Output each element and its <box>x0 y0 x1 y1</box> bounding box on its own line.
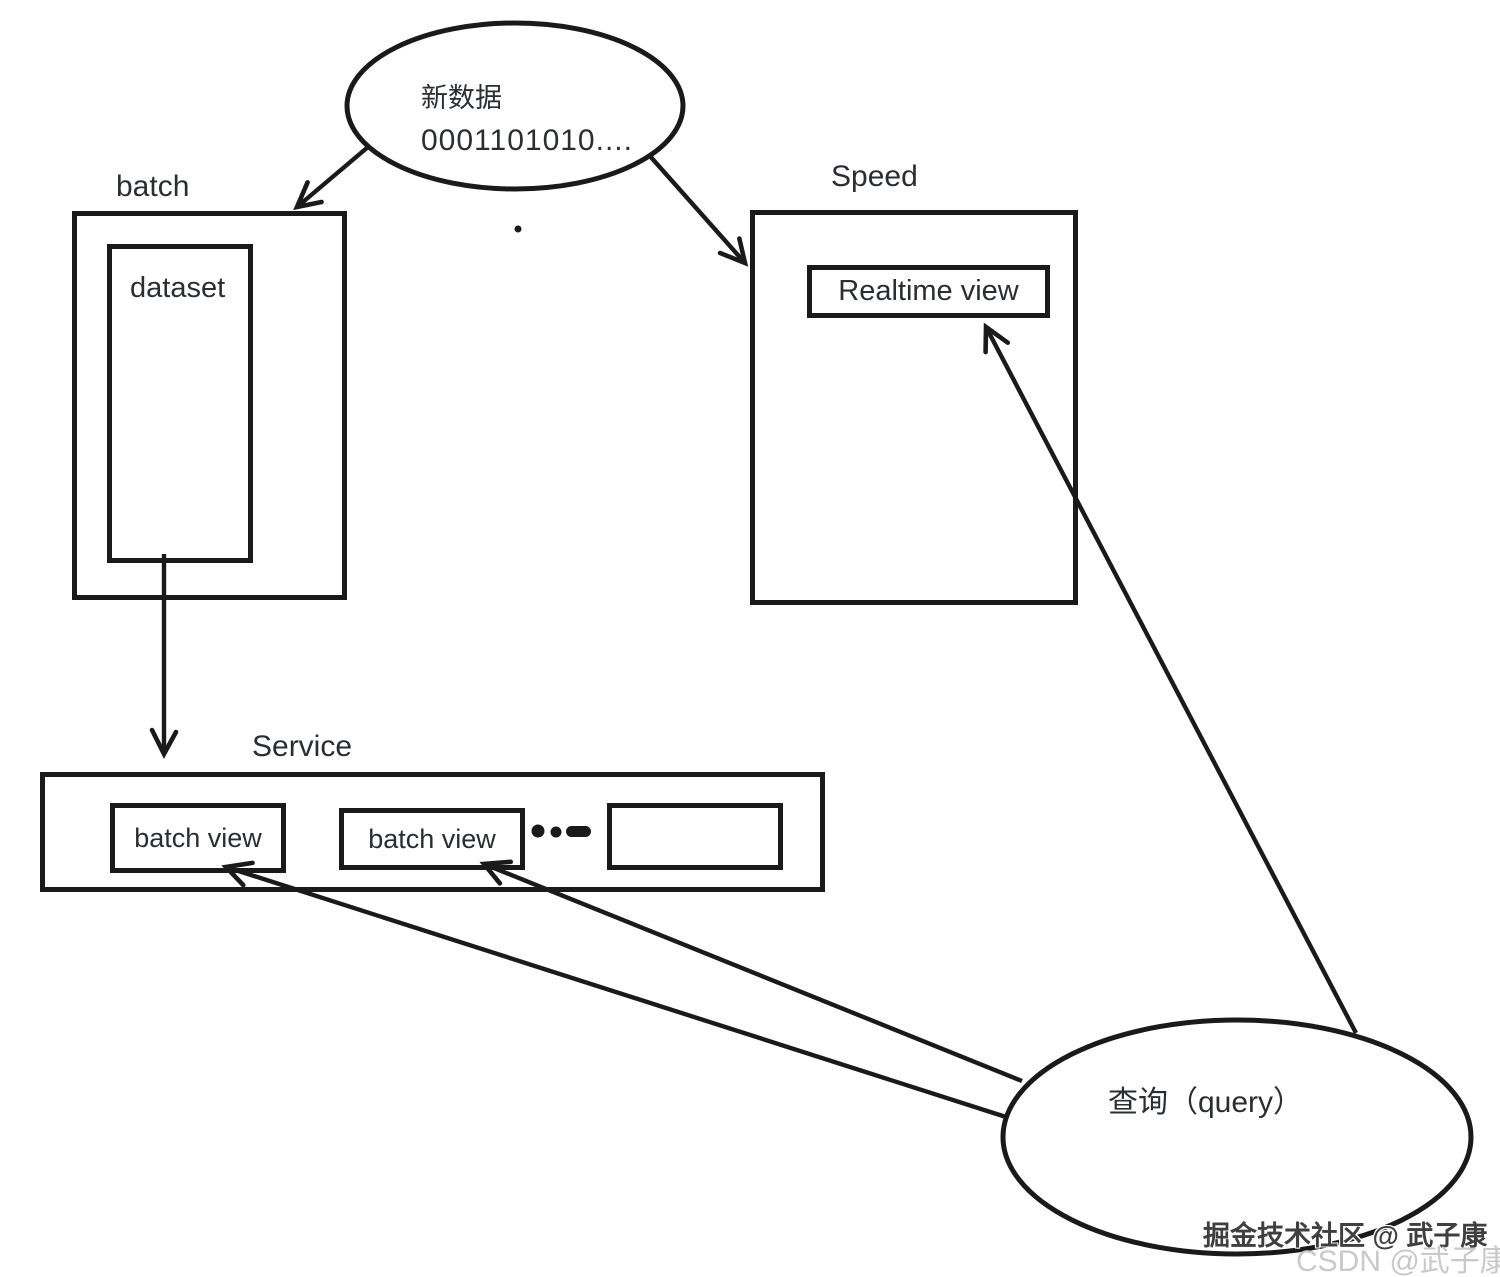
query-label: 查询（query） <box>1108 1086 1304 1119</box>
speed-panel <box>750 210 1078 605</box>
arrow-newdata-to-batch <box>293 145 370 211</box>
realtime-view-label: Realtime view <box>838 275 1019 307</box>
new-data-title: 新数据 <box>421 83 502 113</box>
dataset-label: dataset <box>130 272 226 304</box>
batch-view-1-label: batch view <box>134 822 262 853</box>
batch-view-box-2: batch view <box>339 808 525 870</box>
stray-dot <box>514 225 522 233</box>
new-data-ellipse <box>344 20 686 192</box>
arrow-query-to-realtimeview <box>983 322 1358 1035</box>
arrow-query-to-batchview1 <box>221 860 1007 1120</box>
service-panel <box>40 772 825 892</box>
batch-panel <box>72 211 347 600</box>
batch-view-2-label: batch view <box>368 823 496 854</box>
batch-view-box-1: batch view <box>110 803 286 873</box>
query-ellipse <box>1000 1017 1474 1257</box>
speed-panel-label: Speed <box>831 160 918 193</box>
realtime-view-box: Realtime view <box>807 265 1050 318</box>
service-panel-label: Service <box>252 730 353 763</box>
watermark-csdn: CSDN @武子康 <box>1296 1245 1500 1277</box>
batch-panel-label: batch <box>116 170 190 203</box>
arrow-query-to-batchview2 <box>479 859 1023 1084</box>
new-data-binary: 0001101010.... <box>421 124 633 157</box>
arrow-newdata-to-speed <box>647 153 749 267</box>
dataset-box: dataset <box>107 244 253 563</box>
empty-view-box <box>607 803 783 870</box>
watermark-juejin: 掘金技术社区 @ 武子康 <box>1203 1221 1488 1251</box>
ellipsis-dots-icon <box>531 824 591 838</box>
